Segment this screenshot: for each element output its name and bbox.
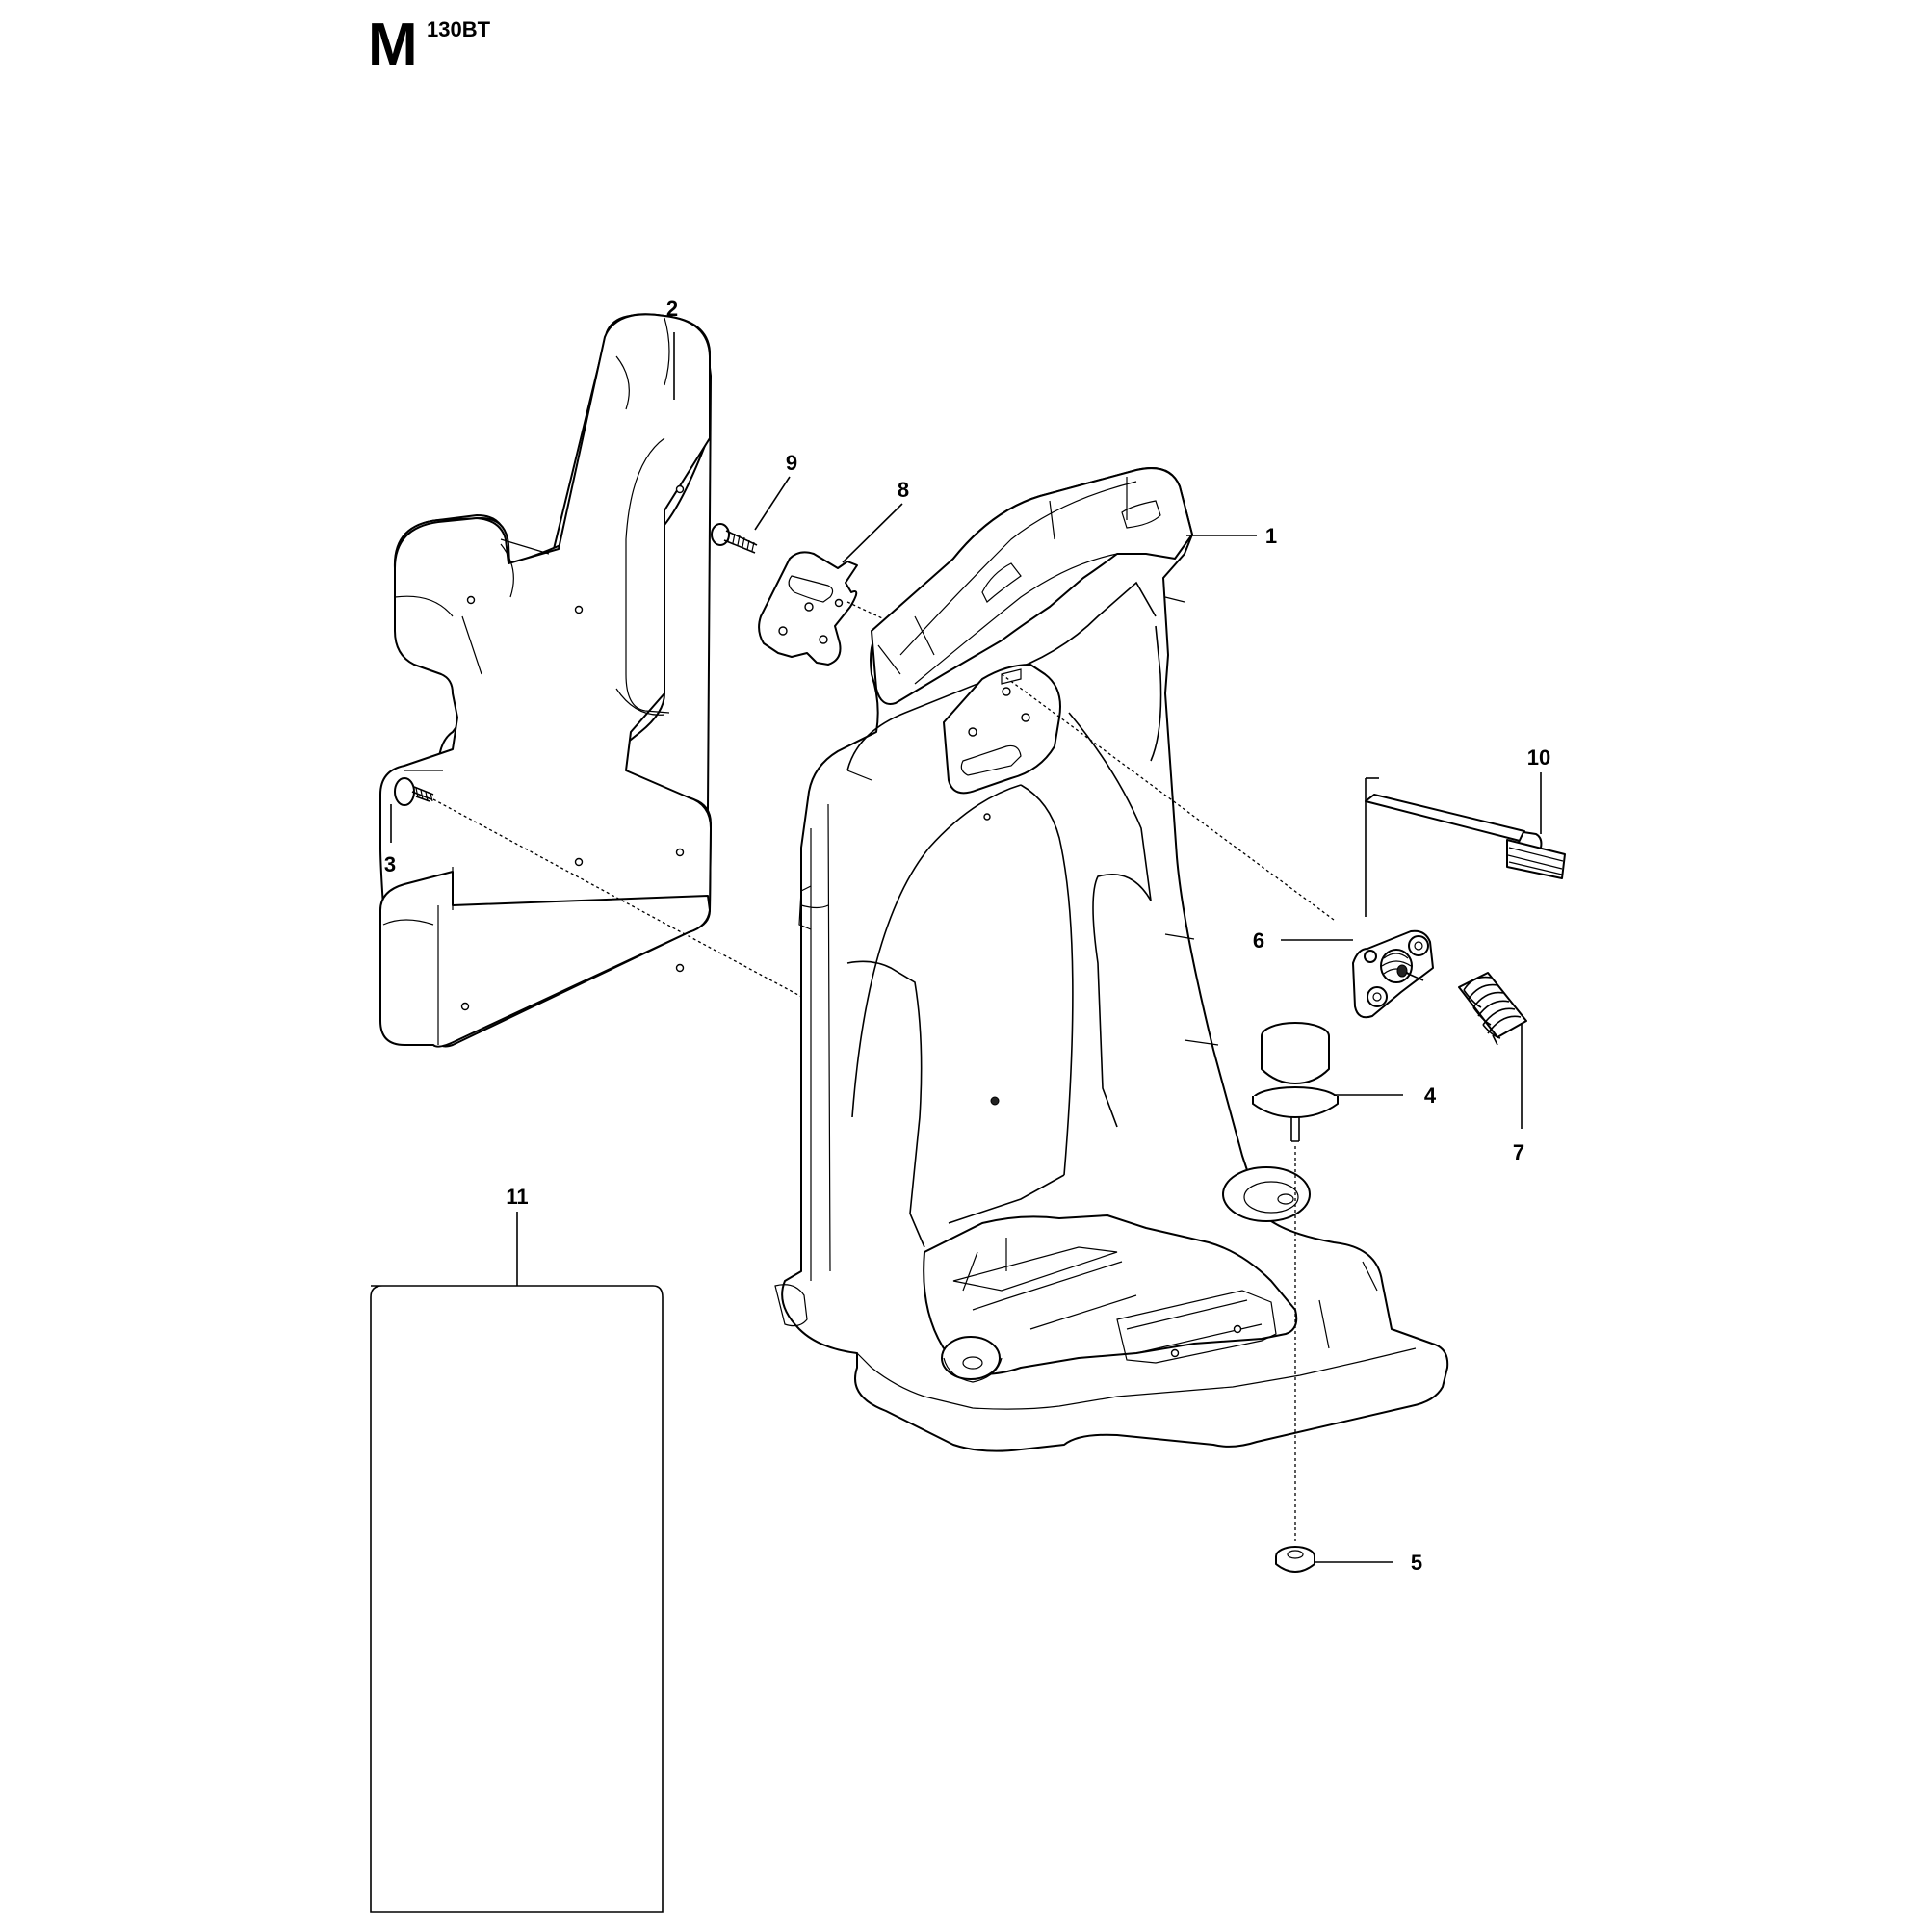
callout-7: 7 (1513, 1140, 1524, 1164)
section-letter: M (368, 12, 418, 78)
part-10-strap (1365, 777, 1566, 917)
part-2-back-pad (379, 313, 712, 1048)
part-9-screw (711, 523, 758, 554)
part-4-knob (1252, 1022, 1339, 1541)
part-8-bracket (758, 551, 1003, 675)
part-6-buckle (1352, 929, 1434, 1019)
part-7-spring (1458, 972, 1527, 1046)
callout-4: 4 (1424, 1083, 1437, 1108)
part-5-nut (1275, 1546, 1315, 1573)
callout-2: 2 (666, 297, 678, 321)
part-1-frame (774, 467, 1449, 1452)
callout-3: 3 (384, 852, 396, 876)
part-11-label (370, 1285, 664, 1913)
callout-10: 10 (1527, 745, 1550, 770)
leader-lines (390, 332, 1542, 1563)
model-name: 130BT (427, 17, 491, 41)
callout-9: 9 (786, 451, 797, 475)
callout-1: 1 (1265, 524, 1277, 548)
callout-6: 6 (1253, 928, 1264, 953)
callout-labels: 2 3 9 8 1 10 6 4 7 11 5 (384, 297, 1550, 1575)
callout-5: 5 (1411, 1551, 1422, 1575)
callout-11: 11 (506, 1185, 528, 1209)
callout-8: 8 (898, 478, 909, 502)
part-3-screw (394, 777, 1001, 1104)
